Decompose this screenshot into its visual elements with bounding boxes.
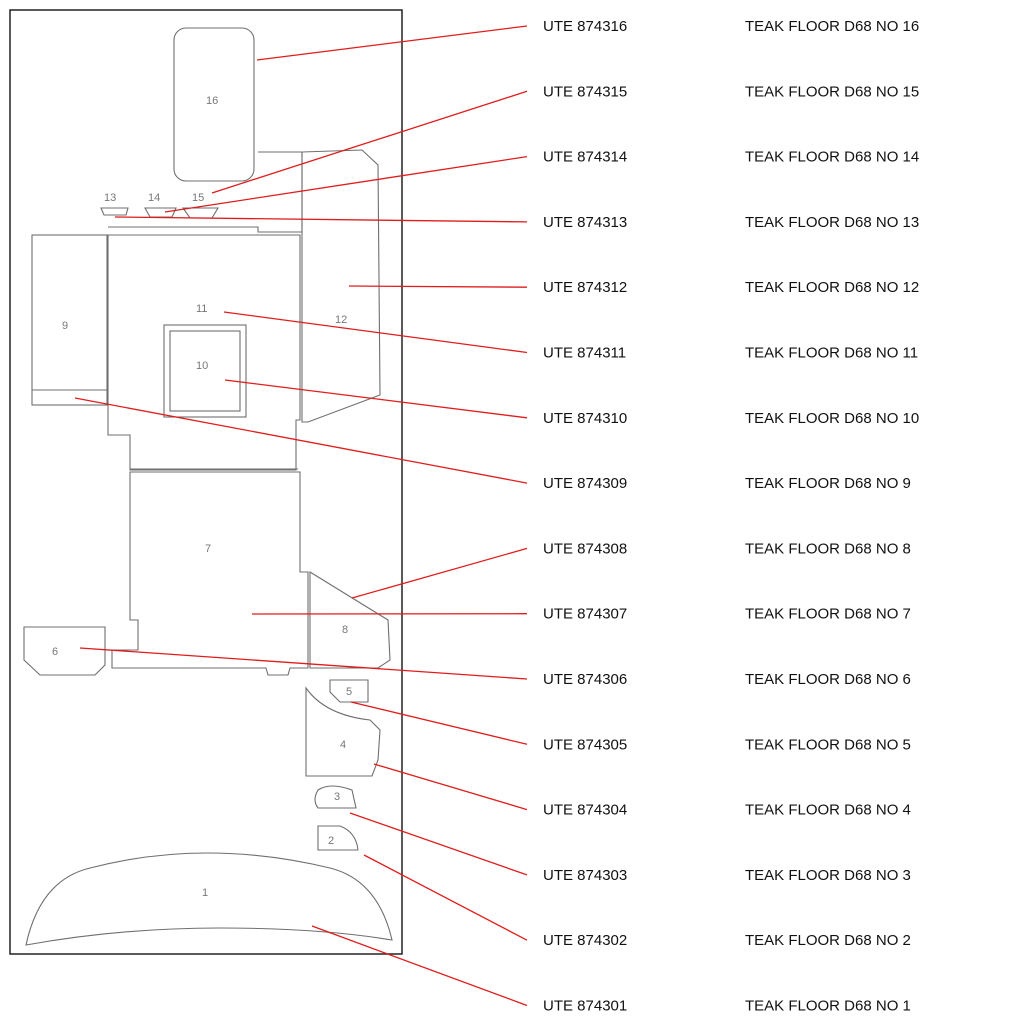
leader-line-2 [363,854,528,941]
part-15-shape [181,207,219,219]
leader-line-8 [351,547,528,599]
part-number-11: 11 [196,303,207,315]
part-description-2: TEAK FLOOR D68 NO 2 [745,932,911,949]
leader-lines [74,25,528,1007]
part-number-10: 10 [196,360,208,372]
part-number-15: 15 [192,192,204,204]
part-9-shape [31,234,108,406]
part-description-16: TEAK FLOOR D68 NO 16 [745,18,919,35]
leader-line-5 [350,701,528,745]
part-description-1: TEAK FLOOR D68 NO 1 [745,998,911,1015]
part-code-7: UTE 874307 [543,606,627,623]
part-description-9: TEAK FLOOR D68 NO 9 [745,475,911,492]
part-number-2: 2 [328,835,334,847]
part-description-15: TEAK FLOOR D68 NO 15 [745,83,919,100]
leader-line-4 [373,763,528,811]
leader-line-3 [349,812,528,876]
part-description-7: TEAK FLOOR D68 NO 7 [745,606,911,623]
part-5-shape [329,679,369,703]
part-code-3: UTE 874303 [543,867,627,884]
part-number-5: 5 [346,686,352,698]
part-code-6: UTE 874306 [543,671,627,688]
part-labels: 16 15 14 13 12 11 10 9 8 7 6 5 4 3 2 1 [52,95,352,899]
part-description-12: TEAK FLOOR D68 NO 12 [745,279,919,296]
part-12-shape [301,149,381,423]
part-4-shape [305,686,381,777]
leader-line-11 [223,311,528,354]
part-10-shape [163,324,247,418]
part-code-2: UTE 874302 [543,932,627,949]
part-code-9: UTE 874309 [543,475,627,492]
part-code-15: UTE 874315 [543,83,627,100]
part-code-14: UTE 874314 [543,149,627,166]
part-description-14: TEAK FLOOR D68 NO 14 [745,149,919,166]
part-description-10: TEAK FLOOR D68 NO 10 [745,410,919,427]
part-code-4: UTE 874304 [543,802,627,819]
part-number-3: 3 [334,791,340,803]
leader-line-13 [114,216,528,223]
part-number-6: 6 [52,646,58,658]
part-2-shape [317,825,359,851]
part-1-shape [25,852,393,946]
part-code-1: UTE 874301 [543,998,627,1015]
leader-line-14 [164,155,528,213]
part-code-10: UTE 874310 [543,410,627,427]
leader-line-6 [79,647,528,680]
part-number-7: 7 [205,543,211,555]
part-description-13: TEAK FLOOR D68 NO 13 [745,214,919,231]
part-code-11: UTE 874311 [543,345,626,362]
part-10-inner [169,330,241,412]
part-code-8: UTE 874308 [543,540,627,557]
part-3-shape [314,785,357,809]
part-number-1: 1 [202,887,208,899]
part-code-13: UTE 874313 [543,214,627,231]
part-13-shape [100,207,129,216]
part-description-3: TEAK FLOOR D68 NO 3 [745,867,911,884]
leader-line-9 [74,397,528,484]
part-16-shape [173,27,255,182]
part-description-5: TEAK FLOOR D68 NO 5 [745,736,911,753]
part-number-12: 12 [335,314,347,326]
legend: UTE 874316 TEAK FLOOR D68 NO 16 UTE 874315… [543,18,919,1015]
leader-line-1 [311,925,528,1007]
leader-line-16 [256,25,528,61]
part-number-16: 16 [206,95,218,107]
part-code-5: UTE 874305 [543,736,627,753]
part-description-8: TEAK FLOOR D68 NO 8 [745,540,911,557]
part-number-8: 8 [342,624,348,636]
part-7-shape [111,471,309,676]
leader-line-10 [224,379,528,419]
part-description-4: TEAK FLOOR D68 NO 4 [745,802,911,819]
leader-line-15 [211,90,528,194]
part-description-11: TEAK FLOOR D68 NO 11 [745,345,918,362]
part-number-14: 14 [148,192,160,204]
part-description-6: TEAK FLOOR D68 NO 6 [745,671,911,688]
part-number-9: 9 [62,320,68,332]
drawing-frame [9,9,403,955]
part-code-12: UTE 874312 [543,279,627,296]
part-8-shape [309,571,391,669]
upper-block-shape [108,151,303,233]
part-number-13: 13 [104,192,116,204]
part-number-4: 4 [340,739,346,751]
leader-line-12 [348,285,528,288]
part-code-16: UTE 874316 [543,18,627,35]
part-6-shape [23,626,106,676]
part-11-shape [107,234,301,471]
part-14-shape [144,207,177,218]
